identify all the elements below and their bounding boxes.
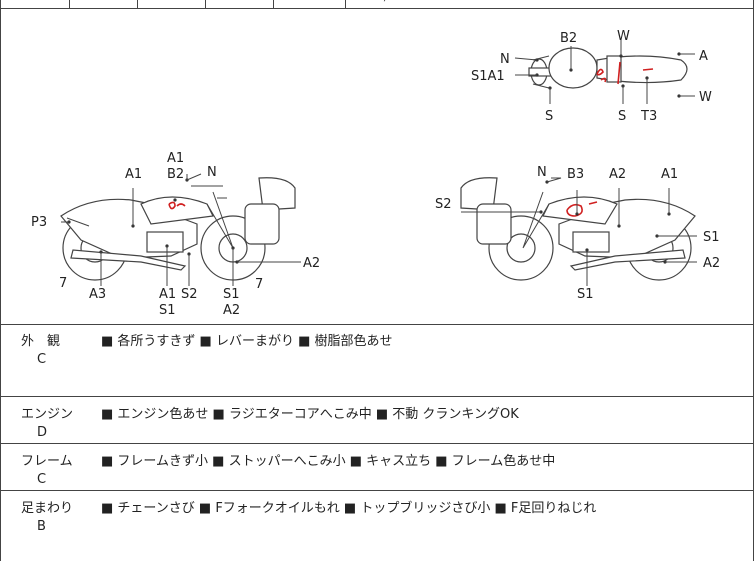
- label-S2: S2: [181, 287, 198, 302]
- right-side-bike: [460, 177, 697, 286]
- label-A2: A2: [303, 256, 320, 271]
- row-grade: C: [37, 472, 47, 487]
- label-A2: A2: [609, 167, 626, 182]
- row-grade: B: [37, 519, 46, 534]
- row-category: エンジン: [21, 407, 74, 422]
- condition-row-exterior: 外 観 C ■ 各所うすきず ■ レバーまがり ■ 樹脂部色あせ: [1, 324, 753, 397]
- row-grade: D: [37, 425, 48, 440]
- label-N: N: [207, 165, 217, 180]
- label-S: S: [545, 109, 553, 124]
- row-category: 足まわり: [21, 501, 74, 516]
- label-A: A: [699, 49, 708, 64]
- top-strip-cell: [1, 0, 70, 8]
- motorcycle-diagrams: N B2 W A S1A1 W S S T3: [31, 29, 720, 318]
- label-A1: A1: [167, 151, 184, 166]
- condition-row-suspension: 足まわり B ■ チェーンさび ■ Fフォークオイルもれ ■ トップブリッジさび…: [1, 491, 753, 561]
- row-notes: ■ チェーンさび ■ Fフォークオイルもれ ■ トップブリッジさび小 ■ F足回…: [101, 501, 597, 516]
- label-A1: A1: [125, 167, 142, 182]
- label-W: W: [617, 29, 630, 44]
- label-N: N: [500, 52, 510, 67]
- top-strip-cell: [205, 0, 274, 8]
- label-S1: S1: [577, 287, 594, 302]
- label-B2: B2: [560, 31, 577, 46]
- label-S1: S1: [703, 230, 720, 245]
- row-notes: ■ 各所うすきず ■ レバーまがり ■ 樹脂部色あせ: [101, 334, 393, 349]
- damage-diagram: N B2 W A S1A1 W S S T3: [1, 8, 753, 325]
- row-grade: C: [37, 352, 47, 367]
- top-strip-cell: [137, 0, 206, 8]
- label-S1: S1: [159, 303, 176, 318]
- top-strip: …): [1, 0, 753, 9]
- row-category: フレーム: [21, 454, 73, 469]
- label-7: 7: [59, 276, 67, 291]
- left-side-bike: [60, 173, 301, 286]
- label-A1: A1: [661, 167, 678, 182]
- label-S1A1: S1A1: [471, 69, 505, 84]
- top-strip-cell: [273, 0, 346, 8]
- condition-row-frame: フレーム C ■ フレームきず小 ■ ストッパーへこみ小 ■ キャス立ち ■ フ…: [1, 444, 753, 491]
- label-B3: B3: [567, 167, 584, 182]
- label-S2: S2: [435, 197, 452, 212]
- label-W: W: [699, 90, 712, 105]
- top-strip-partial-text: …): [373, 0, 387, 3]
- label-A3: A3: [89, 287, 106, 302]
- label-P3: P3: [31, 215, 47, 230]
- label-S1: S1: [223, 287, 240, 302]
- row-notes: ■ フレームきず小 ■ ストッパーへこみ小 ■ キャス立ち ■ フレーム色あせ中: [101, 454, 556, 469]
- label-T3: T3: [640, 109, 657, 124]
- label-S: S: [618, 109, 626, 124]
- top-view-bike: [514, 40, 695, 104]
- label-B2: B2: [167, 167, 184, 182]
- condition-row-engine: エンジン D ■ エンジン色あせ ■ ラジエターコアへこみ中 ■ 不動 クランキ…: [1, 397, 753, 444]
- label-A1: A1: [159, 287, 176, 302]
- label-A2: A2: [703, 256, 720, 271]
- label-N: N: [537, 165, 547, 180]
- label-7: 7: [255, 277, 263, 292]
- top-strip-cell: [69, 0, 138, 8]
- row-category: 外 観: [21, 334, 61, 349]
- row-notes: ■ エンジン色あせ ■ ラジエターコアへこみ中 ■ 不動 クランキングOK: [101, 407, 519, 422]
- label-A2: A2: [223, 303, 240, 318]
